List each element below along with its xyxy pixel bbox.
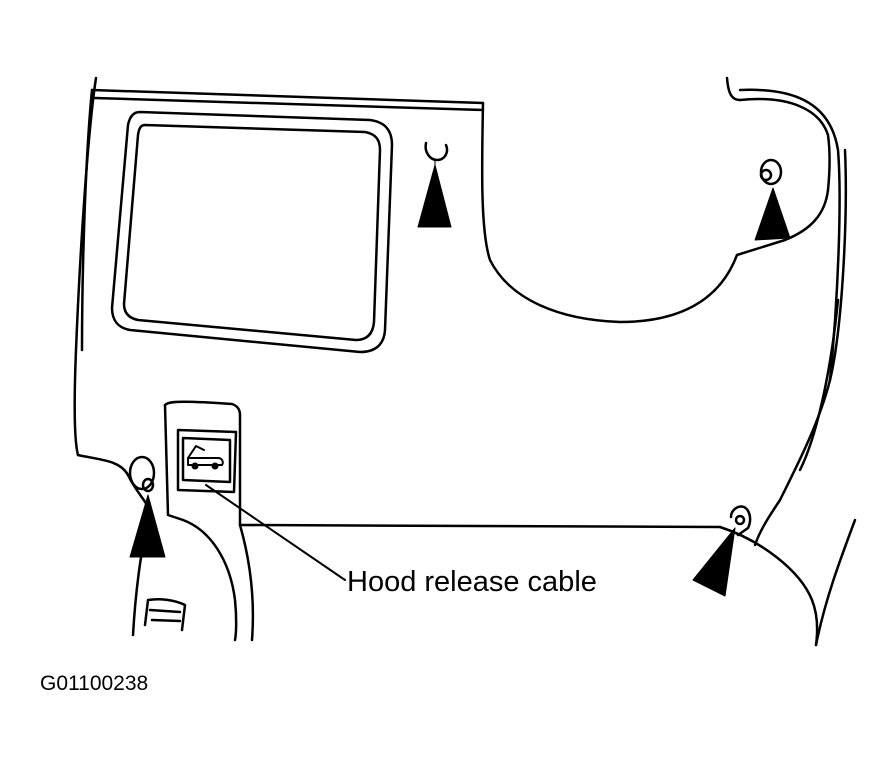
hood-release-cable-label: Hood release cable xyxy=(347,566,597,598)
fastener-holes xyxy=(128,141,783,537)
fastener-arrows xyxy=(129,159,791,597)
arrow-icon-lower-left xyxy=(129,494,166,558)
arrow-icon-top-center xyxy=(417,164,452,228)
trim-panel-outline xyxy=(73,76,857,647)
arrow-icon-lower-right xyxy=(692,527,736,597)
recessed-storage-panel xyxy=(110,110,394,354)
car-hood-open-icon xyxy=(187,445,224,470)
arrow-icon-top-right xyxy=(754,187,791,241)
figure-id: G01100238 xyxy=(40,672,149,695)
callout-leader-line xyxy=(205,484,346,581)
hood-release-assembly xyxy=(131,400,255,642)
